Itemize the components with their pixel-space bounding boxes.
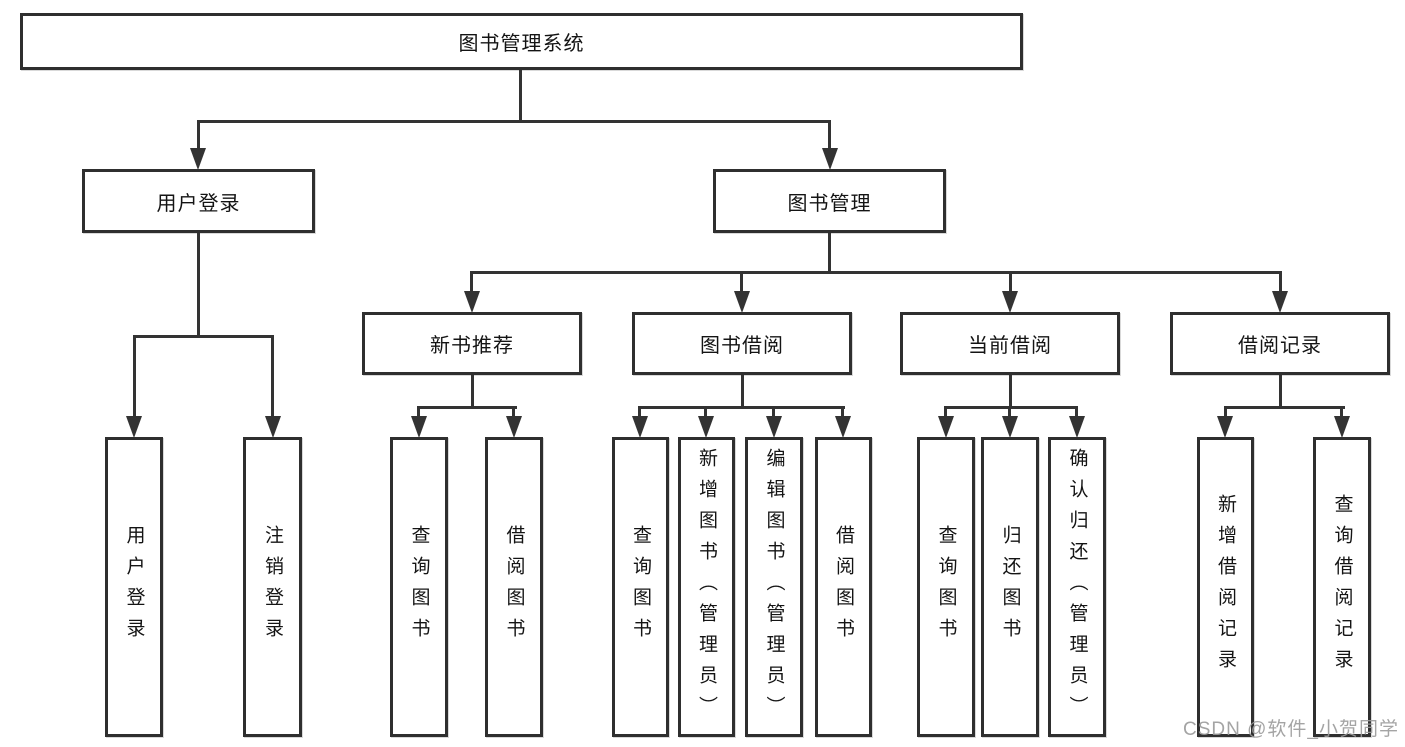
node-label: 新书推荐 [430,335,514,357]
connector-line [197,120,200,150]
leaf-borrowing-add-book-admin: 新增图书（管理员） [678,437,735,737]
leaf-borrowing-borrow-book: 借阅图书 [815,437,872,737]
leaf-label: 新增借阅记录 [1215,494,1236,680]
node-user-login: 用户登录 [82,169,315,233]
leaf-label: 查询借阅记录 [1331,494,1353,680]
connector-line [471,271,1282,274]
connector-line [271,335,274,418]
connector-line [639,406,845,409]
node-library-management-system: 图书管理系统 [20,13,1023,70]
connector-line [417,406,420,419]
connector-line [197,120,831,123]
arrowhead [766,416,782,438]
connector-line [1224,406,1345,409]
connector-line [1075,406,1078,419]
arrowhead [411,416,427,438]
connector-line [1224,406,1227,419]
connector-line [841,406,844,419]
connector-line [197,233,200,337]
leaf-label: 查询图书 [408,525,430,649]
node-book-borrowing: 图书借阅 [632,312,852,375]
arrowhead [1272,291,1288,313]
connector-line [828,120,831,150]
connector-line [1279,271,1282,295]
connector-line [133,335,136,418]
leaf-label: 确认归还（管理员） [1066,447,1088,727]
arrowhead [1002,416,1018,438]
leaf-current-confirm-return-admin: 确认归还（管理员） [1048,437,1106,737]
leaf-label: 归还图书 [999,525,1021,649]
connector-line [828,233,831,273]
arrowhead [822,148,838,170]
connector-line [470,271,473,295]
connector-line [512,406,515,419]
arrowhead [1002,291,1018,313]
arrowhead [1069,416,1085,438]
connector-line [1009,271,1012,295]
arrowhead [506,416,522,438]
leaf-label: 借阅图书 [503,525,525,649]
leaf-user-login: 用户登录 [105,437,163,737]
arrowhead [1334,416,1350,438]
leaf-records-query-record: 查询借阅记录 [1313,437,1371,737]
node-book-management: 图书管理 [713,169,946,233]
arrowhead [126,416,142,438]
leaf-label: 编辑图书（管理员） [763,447,785,727]
leaf-label: 新增图书（管理员） [696,447,717,727]
connector-line [1279,375,1282,408]
connector-line [741,375,744,408]
leaf-current-query-book: 查询图书 [917,437,975,737]
arrowhead [190,148,206,170]
node-label: 图书借阅 [700,335,784,357]
leaf-borrowing-edit-book-admin: 编辑图书（管理员） [745,437,803,737]
connector-line [1009,375,1012,408]
connector-line [471,375,474,408]
node-label: 图书管理 [787,192,872,215]
node-label: 借阅记录 [1238,335,1322,357]
node-label: 当前借阅 [968,335,1052,357]
leaf-label: 注销登录 [262,525,283,649]
connector-line [1340,406,1343,419]
arrowhead [734,291,750,313]
leaf-newbook-borrow-book: 借阅图书 [485,437,543,737]
connector-line [704,406,707,419]
arrowhead [1217,416,1233,438]
csdn-watermark: CSDN @软件_小贺同学 [1183,719,1399,740]
arrowhead [835,416,851,438]
leaf-label: 查询图书 [935,525,957,649]
leaf-label: 借阅图书 [833,525,854,649]
connector-line [740,271,743,295]
arrowhead [265,416,281,438]
arrowhead [632,416,648,438]
leaf-borrowing-query-book: 查询图书 [612,437,669,737]
node-label: 图书管理系统 [458,33,585,55]
connector-line [1008,406,1011,419]
arrowhead [938,416,954,438]
connector-line [418,406,517,409]
node-borrowing-records: 借阅记录 [1170,312,1390,375]
leaf-current-return-book: 归还图书 [981,437,1039,737]
connector-line [772,406,775,419]
node-current-borrowing: 当前借阅 [900,312,1120,375]
arrowhead [464,291,480,313]
leaf-newbook-query-book: 查询图书 [390,437,448,737]
connector-line [944,406,947,419]
leaf-records-add-record: 新增借阅记录 [1197,437,1254,737]
connector-line [133,335,274,338]
node-label: 用户登录 [156,192,241,215]
connector-line [519,70,522,123]
connector-line [638,406,641,419]
leaf-label: 用户登录 [123,525,145,649]
leaf-label: 查询图书 [630,525,651,649]
connector-line [944,406,1078,409]
node-new-book-recommendation: 新书推荐 [362,312,582,375]
arrowhead [698,416,714,438]
leaf-logout: 注销登录 [243,437,302,737]
